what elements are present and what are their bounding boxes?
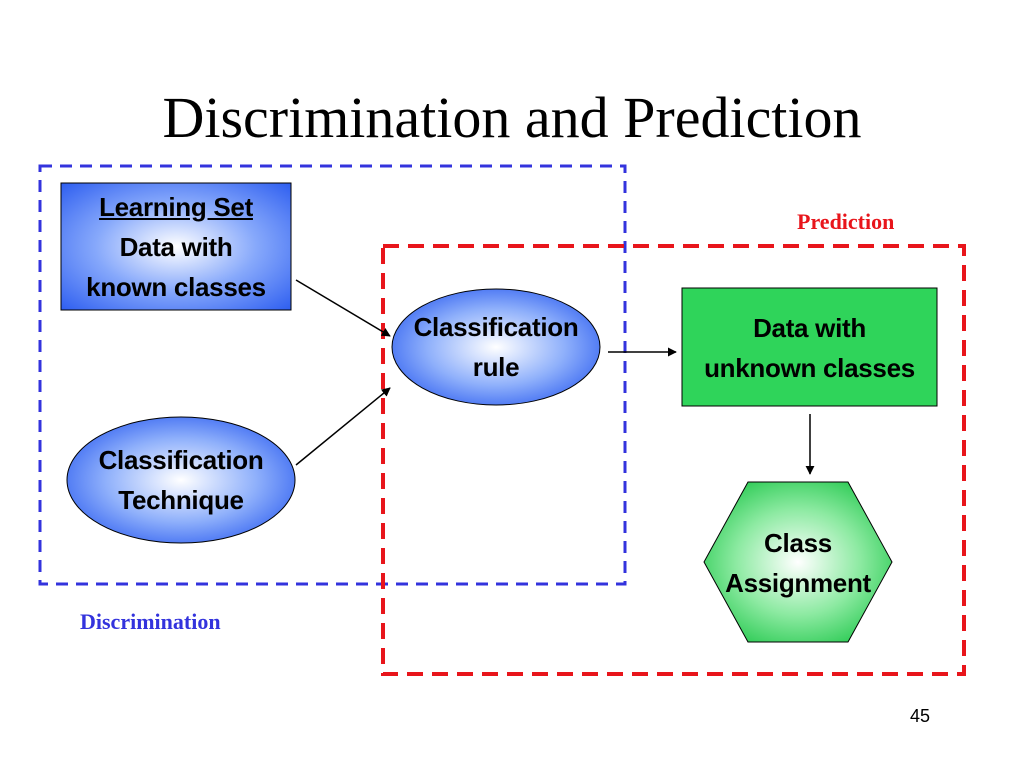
unknown-data-box [681,287,938,407]
classification-rule-ellipse [391,288,601,406]
discrimination-label: Discrimination [80,609,221,634]
page-number: 45 [909,706,931,726]
arrow-technique-to-rule [295,387,391,466]
prediction-region [381,244,966,676]
learning-set-box [60,182,292,311]
slide-title: Discrimination and Prediction [162,85,862,150]
class-assignment-hexagon [703,481,893,643]
classification-technique-ellipse [66,416,296,544]
prediction-label: Prediction [797,209,895,234]
arrow-learning-to-rule [295,279,391,337]
